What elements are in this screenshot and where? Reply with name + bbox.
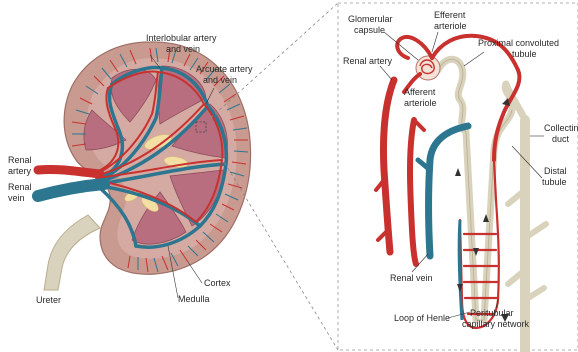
peritubular-label-line2: capillary network bbox=[462, 319, 530, 329]
proximal-tubule-label-line2: tubule bbox=[512, 49, 537, 59]
distal-tubule-label-line2: tubule bbox=[542, 177, 567, 187]
renal-vein-left-label-line2: vein bbox=[8, 193, 25, 203]
glomerular-capsule-label-line2: capsule bbox=[354, 25, 385, 35]
efferent-arteriole-label-line1: Efferent bbox=[434, 10, 466, 20]
medulla-label: Medulla bbox=[178, 294, 210, 304]
afferent-arteriole-label-line2: arteriole bbox=[404, 98, 437, 108]
collecting-duct-label-line1: Collecting bbox=[544, 123, 578, 133]
renal-artery-left-label-line2: artery bbox=[8, 166, 32, 176]
afferent-arteriole-label-line1: Afferent bbox=[404, 87, 436, 97]
renal-artery-main bbox=[38, 169, 100, 174]
ureter-label: Ureter bbox=[36, 295, 61, 305]
proximal-tubule-label-line1: Proximal convoluted bbox=[478, 38, 559, 48]
glomerular-capsule-label-line1: Glomerular bbox=[348, 14, 393, 24]
arcuate-label-line1: Arcuate artery bbox=[196, 64, 253, 74]
arcuate-label-line2: and vein bbox=[203, 75, 237, 85]
efferent-arteriole-label-line2: arteriole bbox=[434, 21, 467, 31]
distal-tubule-label-line1: Distal bbox=[544, 166, 567, 176]
loop-of-henle-label: Loop of Henle bbox=[394, 313, 450, 323]
interlobular-label-line2: and vein bbox=[166, 44, 200, 54]
peritubular-label-line1: Peritubular bbox=[470, 308, 514, 318]
renal-vein-left-label-line1: Renal bbox=[8, 182, 32, 192]
cortex-label: Cortex bbox=[204, 278, 231, 288]
interlobular-label-line1: Interlobular artery bbox=[146, 33, 217, 43]
renal-vein-main bbox=[38, 184, 104, 196]
collecting-duct-label-line2: duct bbox=[552, 134, 570, 144]
ureter-tube bbox=[44, 215, 100, 290]
renal-artery-right-label: Renal artery bbox=[343, 56, 393, 66]
renal-vein-right-label: Renal vein bbox=[390, 273, 433, 283]
renal-artery-left-label-line1: Renal bbox=[8, 155, 32, 165]
